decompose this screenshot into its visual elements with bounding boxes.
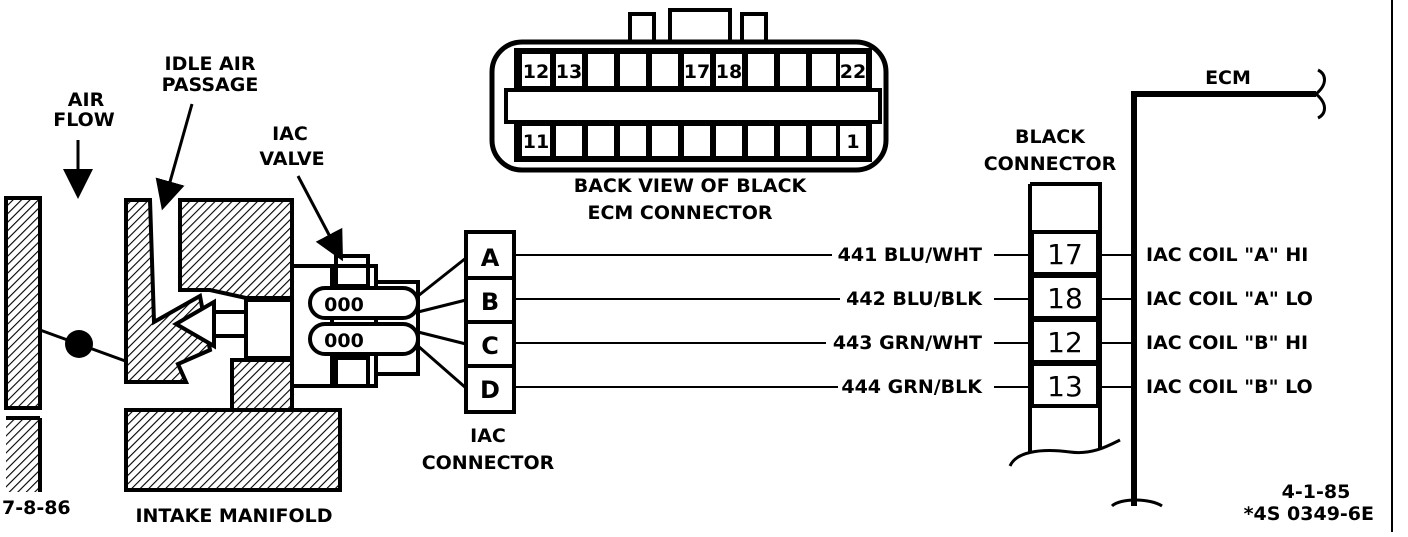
air-flow-label-1: AIR bbox=[68, 89, 105, 111]
figure-code: *4S 0349-6E bbox=[1244, 503, 1374, 525]
wire-b-label: 442 BLU/BLK bbox=[846, 288, 983, 310]
ecm-top-row bbox=[518, 50, 870, 90]
ecm-back-view: 12 13 17 18 22 11 1 BACK VIEW OF BLACK E… bbox=[489, 8, 889, 224]
iac-valve-pointer bbox=[296, 175, 344, 262]
black-pin-13: 13 bbox=[1047, 370, 1083, 403]
coil-b-winding bbox=[308, 322, 420, 356]
upper-housing bbox=[178, 198, 294, 300]
iac-connector-label-1: IAC bbox=[470, 425, 506, 447]
wire-d-label: 444 GRN/BLK bbox=[841, 376, 983, 398]
iac-pin-c: C bbox=[481, 332, 499, 360]
ecm-cavity-18: 18 bbox=[716, 61, 742, 83]
coil-b-hi-label: IAC COIL "B" HI bbox=[1146, 332, 1308, 354]
ecm-label: ECM bbox=[1205, 67, 1251, 89]
ecm-connector-rib bbox=[504, 88, 882, 124]
idle-air-label-1: IDLE AIR bbox=[165, 53, 256, 75]
date-right: 4-1-85 bbox=[1282, 481, 1351, 503]
intake-manifold bbox=[124, 408, 342, 492]
black-connector-label-2: CONNECTOR bbox=[984, 153, 1117, 175]
air-flow-label-2: FLOW bbox=[53, 109, 115, 131]
iac-pin-d: D bbox=[480, 376, 500, 404]
ecm-bottom-row bbox=[518, 122, 870, 160]
black-pin-17: 17 bbox=[1047, 238, 1083, 271]
coil-b-turns: 000 bbox=[324, 330, 364, 352]
ecm-cavity-22: 22 bbox=[840, 61, 866, 83]
idle-air-passage-wall bbox=[124, 198, 213, 384]
intake-manifold-label: INTAKE MANIFOLD bbox=[135, 505, 332, 527]
idle-air-pointer bbox=[155, 103, 194, 211]
iac-valve-bottom-post bbox=[334, 356, 370, 388]
black-pin-18-box bbox=[1030, 274, 1100, 320]
ecm-cavity-13: 13 bbox=[556, 61, 582, 83]
iac-valve-label-1: IAC bbox=[272, 123, 308, 145]
iac-valve-label-2: VALVE bbox=[259, 148, 324, 170]
iac-connector-label-2: CONNECTOR bbox=[422, 452, 555, 474]
coil-b-lo-label: IAC COIL "B" LO bbox=[1146, 376, 1313, 398]
black-pin-17-box bbox=[1030, 230, 1100, 276]
ecm-cavity-12: 12 bbox=[523, 61, 549, 83]
ecm-cavity-11: 11 bbox=[523, 131, 549, 153]
back-view-label-2: ECM CONNECTOR bbox=[587, 202, 772, 224]
ecm-cavity-1: 1 bbox=[846, 131, 859, 153]
back-view-label-1: BACK VIEW OF BLACK bbox=[574, 175, 808, 197]
wire-c: 443 GRN/WHT bbox=[514, 332, 1030, 354]
iac-connector: A B C D IAC CONNECTOR bbox=[422, 230, 555, 474]
date-left: 7-8-86 bbox=[2, 497, 71, 519]
pintle-shaft bbox=[212, 310, 250, 338]
coil-a-winding bbox=[308, 286, 420, 320]
black-pin-18: 18 bbox=[1047, 282, 1083, 315]
black-pin-13-box bbox=[1030, 362, 1100, 408]
black-connector-label-1: BLACK bbox=[1015, 126, 1086, 148]
coil-a-lo-label: IAC COIL "A" LO bbox=[1146, 288, 1313, 310]
ecm-cavity-17: 17 bbox=[684, 61, 710, 83]
idle-air-label-2: PASSAGE bbox=[162, 74, 259, 96]
wire-b: 442 BLU/BLK bbox=[514, 288, 1030, 310]
throttle-body-section: 000 000 AIR FLOW IDLE AIR PASSAGE IAC VA… bbox=[2, 53, 467, 527]
throttle-bore-wall bbox=[4, 196, 42, 410]
iac-valve-body bbox=[244, 298, 294, 360]
valve-leads bbox=[417, 256, 467, 390]
black-connector: BLACK CONNECTOR 17 18 12 13 bbox=[984, 126, 1134, 467]
iac-pin-a: A bbox=[481, 244, 500, 272]
iac-valve-top-post bbox=[334, 254, 370, 288]
wire-d: 444 GRN/BLK bbox=[514, 376, 1030, 398]
throttle-shaft bbox=[65, 330, 93, 358]
wire-c-label: 443 GRN/WHT bbox=[833, 332, 982, 354]
coil-a-hi-label: IAC COIL "A" HI bbox=[1146, 244, 1308, 266]
throttle-bore-wall-lower bbox=[6, 418, 40, 492]
wire-a: 441 BLU/WHT bbox=[514, 244, 1030, 266]
iac-pin-b: B bbox=[481, 288, 499, 316]
ecm-module-boundary: ECM IAC COIL "A" HI IAC COIL "A" LO IAC … bbox=[1110, 67, 1374, 525]
black-pin-12: 12 bbox=[1047, 326, 1083, 359]
coil-a-turns: 000 bbox=[324, 294, 364, 316]
wire-a-label: 441 BLU/WHT bbox=[838, 244, 982, 266]
valve-seat-block bbox=[230, 358, 294, 412]
